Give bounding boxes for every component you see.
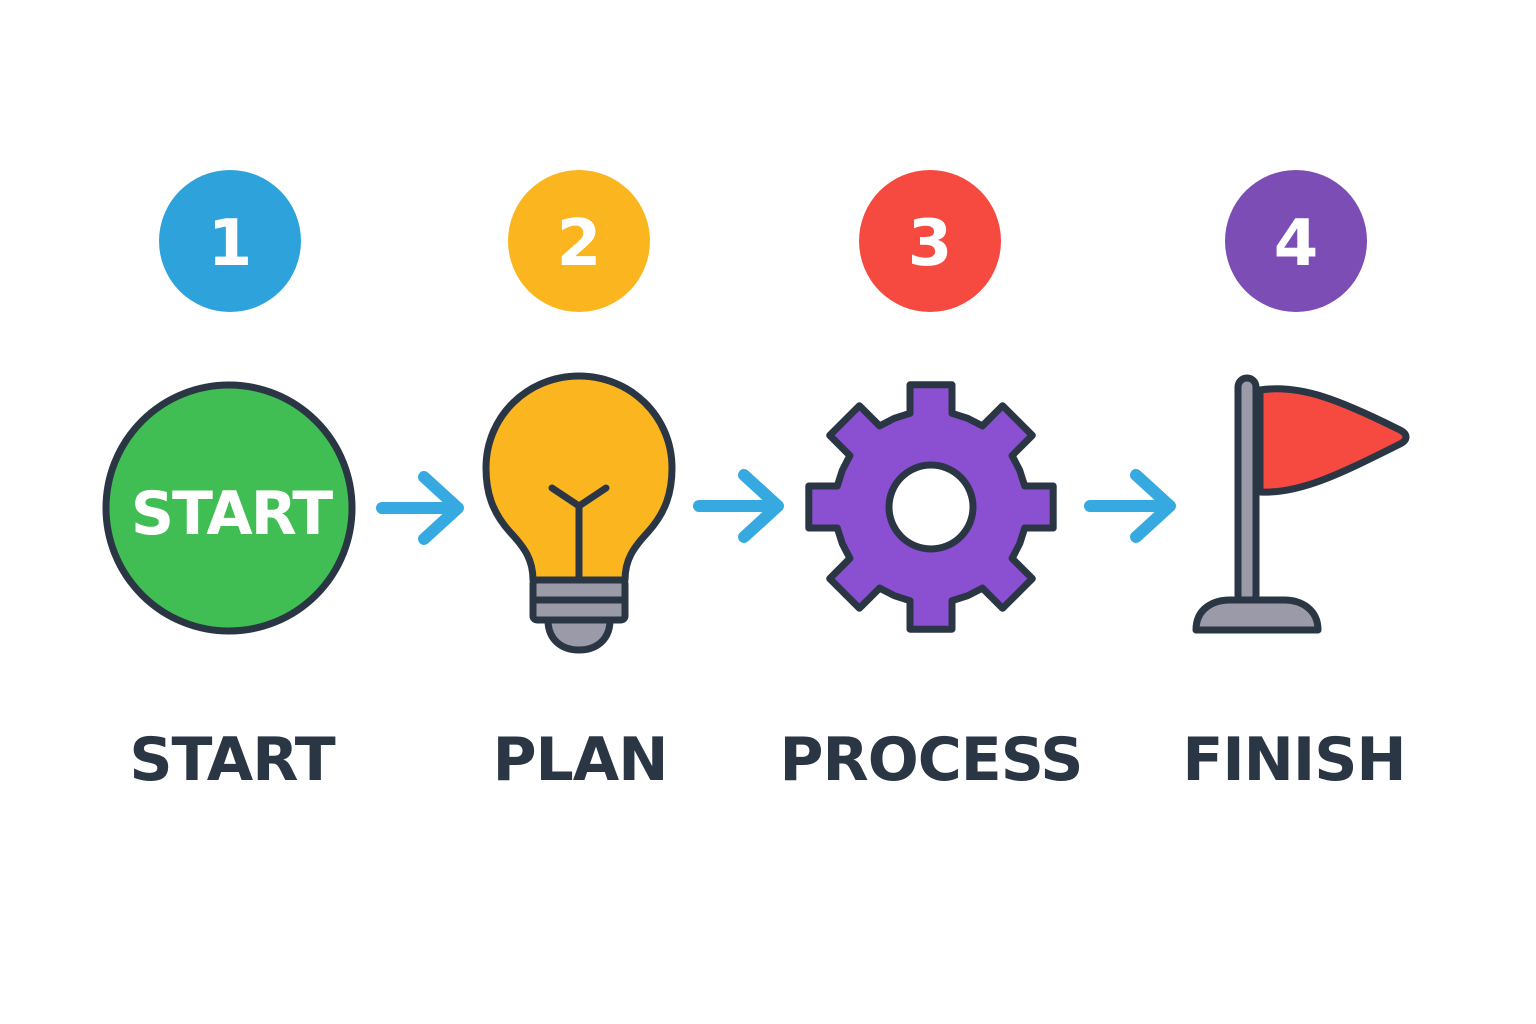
lightbulb-icon [482,372,676,654]
step-badge-1: 1 [159,170,301,312]
step-number: 3 [908,207,953,281]
step-label-finish: FINISH [1182,725,1406,795]
step-label-start: START [129,725,335,795]
arrow-right-icon [693,469,784,543]
gear-icon [805,381,1057,633]
start-icon-text: START [131,479,333,549]
step-number: 2 [557,207,602,281]
arrow-right-icon [1084,469,1176,543]
step-number: 1 [208,207,253,281]
step-badge-3: 3 [859,170,1001,312]
start-button-icon: START [102,381,356,635]
step-badge-4: 4 [1225,170,1367,312]
step-number: 4 [1274,207,1319,281]
arrow-right-icon [376,471,464,545]
step-label-process: PROCESS [779,725,1084,795]
flag-icon [1192,374,1410,634]
step-label-plan: PLAN [492,725,669,795]
step-badge-2: 2 [508,170,650,312]
